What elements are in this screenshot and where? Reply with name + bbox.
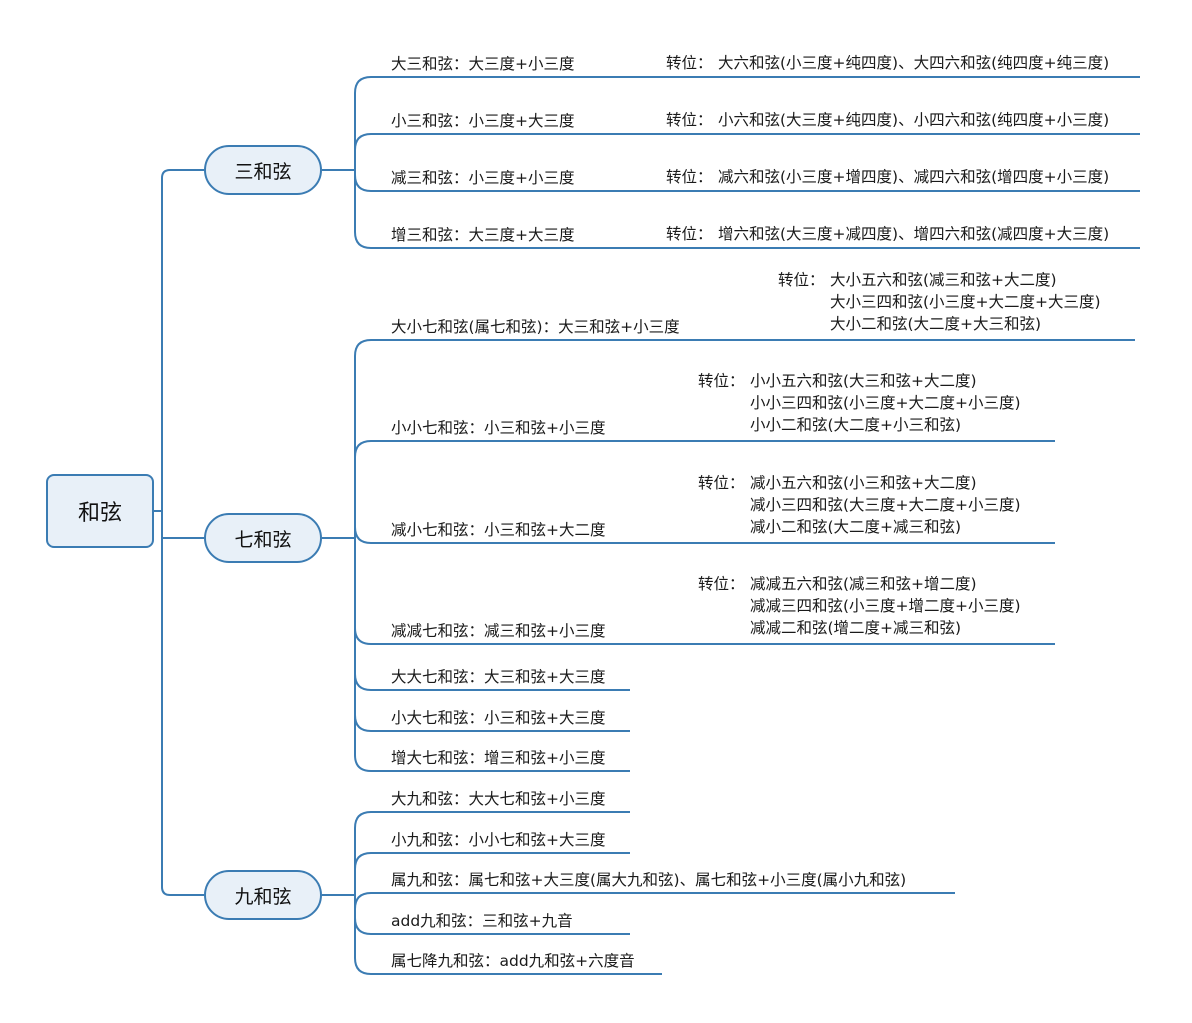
inversion-text: 减减五六和弦(减三和弦+增二度) (750, 575, 977, 593)
inversion-text: 大小二和弦(大二度+大三和弦) (830, 315, 1042, 333)
inversion-group: 转位： 增六和弦(大三度+减四度)、增四六和弦(减四度+大三度) (666, 223, 1109, 245)
inversion-row: 大小二和弦(大二度+大三和弦) (778, 313, 1101, 335)
chord-label: 减小七和弦：小三和弦+大二度 (391, 521, 606, 539)
inversion-group: 转位： 大六和弦(小三度+纯四度)、大四六和弦(纯四度+纯三度) (666, 52, 1109, 74)
root-node[interactable]: 和弦 (46, 474, 154, 548)
chord-label: 属七降九和弦：add九和弦+六度音 (391, 952, 635, 970)
inversion-group: 转位： 大小五六和弦(减三和弦+大二度) 大小三四和弦(小三度+大二度+大三度) 大小… (778, 269, 1101, 335)
inversion-text: 小小三四和弦(小三度+大二度+小三度) (750, 394, 1021, 412)
inversion-prefix: 转位： (698, 474, 745, 492)
inversion-row: 转位： 小六和弦(大三度+纯四度)、小四六和弦(纯四度+小三度) (666, 109, 1109, 131)
inversion-group: 转位： 减小五六和弦(小三和弦+大二度) 减小三四和弦(大三度+大二度+小三度) 减小… (698, 472, 1021, 538)
chord-label: 增三和弦：大三度+大三度 (391, 226, 575, 244)
inversion-indent (698, 494, 750, 516)
cat-2-branch-3 (354, 526, 630, 544)
inversion-group: 转位： 小六和弦(大三度+纯四度)、小四六和弦(纯四度+小三度) (666, 109, 1109, 131)
inversion-row: 减减三四和弦(小三度+增二度+小三度) (698, 595, 1021, 617)
inversion-prefix: 转位： (698, 372, 745, 390)
cat-2-branch-2 (354, 440, 630, 538)
inversion-row: 大小三四和弦(小三度+大二度+大三度) (778, 291, 1101, 313)
inversion-text: 增六和弦(大三度+减四度)、增四六和弦(减四度+大三度) (718, 225, 1110, 243)
cat-3-branch-5 (354, 895, 662, 975)
inversion-prefix: 转位： (666, 168, 713, 186)
inversion-text: 小小五六和弦(大三和弦+大二度) (750, 372, 977, 390)
inversion-row: 转位： 减六和弦(小三度+增四度)、减四六和弦(增四度+小三度) (666, 166, 1109, 188)
chord-label: 小大七和弦：小三和弦+大三度 (391, 709, 606, 727)
inversion-text: 大小三四和弦(小三度+大二度+大三度) (830, 293, 1101, 311)
cat-2-branch-7 (354, 538, 630, 772)
inversion-text: 减小五六和弦(小三和弦+大二度) (750, 474, 977, 492)
cat-2-branch-1 (354, 339, 710, 538)
chord-label: add九和弦：三和弦+九音 (391, 912, 573, 930)
category-node-3[interactable]: 九和弦 (204, 870, 322, 920)
inversion-row: 减小二和弦(大二度+减三和弦) (698, 516, 1021, 538)
inversion-prefix: 转位： (698, 575, 745, 593)
cat-3-branch-1 (354, 811, 630, 895)
cat-1-branch-4 (354, 170, 628, 249)
inversion-text: 减减二和弦(增二度+减三和弦) (750, 619, 962, 637)
inversion-row: 转位： 减小五六和弦(小三和弦+大二度) (698, 472, 1021, 494)
inversion-indent (698, 392, 750, 414)
chord-label: 小小七和弦：小三和弦+小三度 (391, 419, 606, 437)
inversion-text: 小小二和弦(大二度+小三和弦) (750, 416, 962, 434)
inversion-group: 转位： 减六和弦(小三度+增四度)、减四六和弦(增四度+小三度) (666, 166, 1109, 188)
inversion-prefix: 转位： (666, 54, 713, 72)
inversion-group: 转位： 减减五六和弦(减三和弦+增二度) 减减三四和弦(小三度+增二度+小三度) 减减… (698, 573, 1021, 639)
chord-label: 减减七和弦：减三和弦+小三度 (391, 622, 606, 640)
inversion-row: 转位： 增六和弦(大三度+减四度)、增四六和弦(减四度+大三度) (666, 223, 1109, 245)
category-node-1[interactable]: 三和弦 (204, 145, 322, 195)
inversion-row: 转位： 减减五六和弦(减三和弦+增二度) (698, 573, 1021, 595)
chord-label: 属九和弦：属七和弦+大三度(属大九和弦)、属七和弦+小三度(属小九和弦) (391, 871, 907, 889)
chord-label: 小九和弦：小小七和弦+大三度 (391, 831, 606, 849)
inversion-text: 减小二和弦(大二度+减三和弦) (750, 518, 962, 536)
inversion-row: 转位： 小小五六和弦(大三和弦+大二度) (698, 370, 1021, 392)
inversion-text: 减减三四和弦(小三度+增二度+小三度) (750, 597, 1021, 615)
inversion-prefix: 转位： (778, 271, 825, 289)
inversion-text: 小六和弦(大三度+纯四度)、小四六和弦(纯四度+小三度) (718, 111, 1110, 129)
chord-label: 大小七和弦(属七和弦)：大三和弦+小三度 (391, 318, 680, 336)
root-to-cat-2 (161, 511, 204, 539)
inversion-indent (698, 414, 750, 436)
inversion-row: 减减二和弦(增二度+减三和弦) (698, 617, 1021, 639)
root-to-cat-3 (161, 511, 204, 896)
inversion-row: 转位： 大小五六和弦(减三和弦+大二度) (778, 269, 1101, 291)
inversion-text: 减六和弦(小三度+增四度)、减四六和弦(增四度+小三度) (718, 168, 1110, 186)
chord-label: 大九和弦：大大七和弦+小三度 (391, 790, 606, 808)
cat-3-branch-2 (354, 852, 630, 895)
inversion-indent (698, 595, 750, 617)
cat-1-branch-1 (354, 76, 628, 170)
inversion-group: 转位： 小小五六和弦(大三和弦+大二度) 小小三四和弦(小三度+大二度+小三度) 小小… (698, 370, 1021, 436)
inversion-row: 小小三四和弦(小三度+大二度+小三度) (698, 392, 1021, 414)
root-to-cat-1 (161, 169, 204, 511)
chord-label: 减三和弦：小三度+小三度 (391, 169, 575, 187)
inversion-indent (698, 516, 750, 538)
inversion-row: 转位： 大六和弦(小三度+纯四度)、大四六和弦(纯四度+纯三度) (666, 52, 1109, 74)
chord-label: 大三和弦：大三度+小三度 (391, 55, 575, 73)
category-node-2[interactable]: 七和弦 (204, 513, 322, 563)
inversion-prefix: 转位： (666, 225, 713, 243)
inversion-indent (698, 617, 750, 639)
chord-label: 增大七和弦：增三和弦+小三度 (391, 749, 606, 767)
inversion-row: 减小三四和弦(大三度+大二度+小三度) (698, 494, 1021, 516)
chord-label: 大大七和弦：大三和弦+大三度 (391, 668, 606, 686)
cat-1-branch-2 (354, 133, 628, 170)
inversion-text: 大小五六和弦(减三和弦+大二度) (830, 271, 1057, 289)
inversion-text: 减小三四和弦(大三度+大二度+小三度) (750, 496, 1021, 514)
cat-3-branch-3 (354, 892, 955, 910)
inversion-row: 小小二和弦(大二度+小三和弦) (698, 414, 1021, 436)
chord-label: 小三和弦：小三度+大三度 (391, 112, 575, 130)
inversion-text: 大六和弦(小三度+纯四度)、大四六和弦(纯四度+纯三度) (718, 54, 1110, 72)
inversion-indent (778, 291, 830, 313)
inversion-prefix: 转位： (666, 111, 713, 129)
inversion-indent (778, 313, 830, 335)
